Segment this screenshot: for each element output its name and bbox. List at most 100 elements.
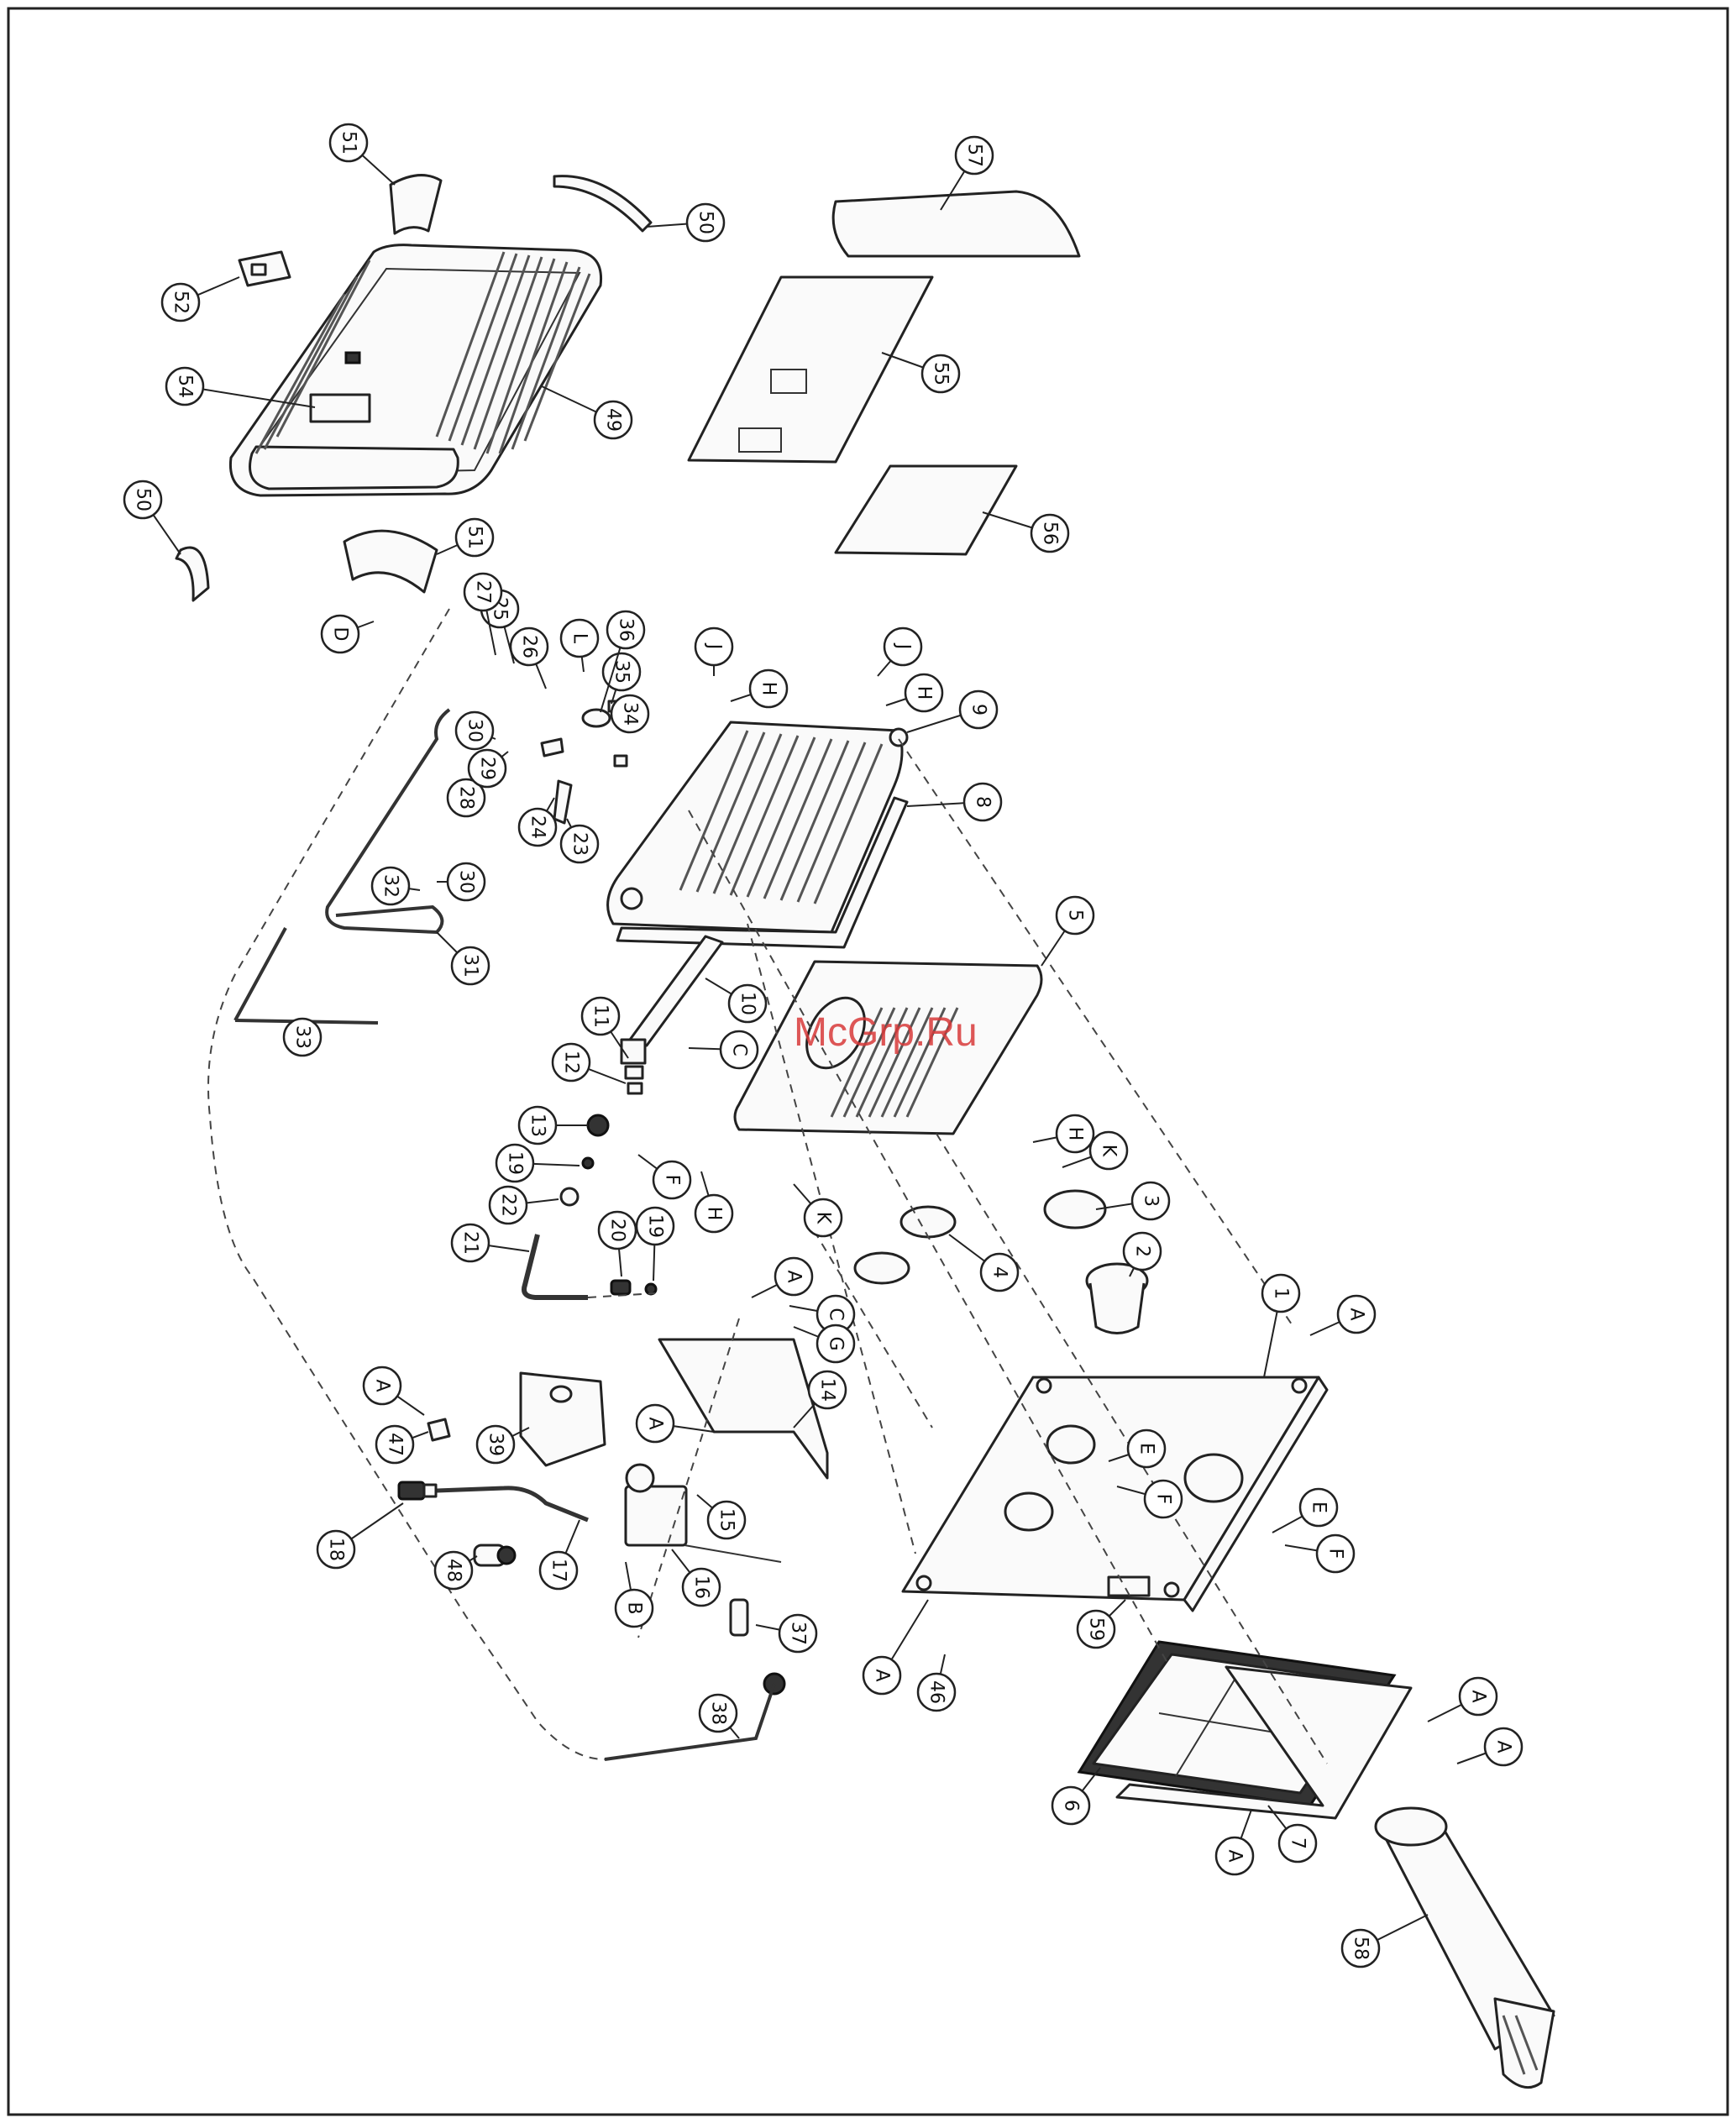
callout-17: 17 [540, 1520, 580, 1589]
callout-label: 27 [473, 580, 494, 604]
callout-label: 21 [460, 1231, 481, 1255]
callout-label: 28 [456, 786, 477, 810]
callout-label: D [330, 627, 351, 642]
callout-50: 50 [647, 204, 724, 241]
callout-label: 48 [443, 1559, 464, 1582]
callout-a7: A [1457, 1728, 1522, 1765]
warning-label [836, 466, 1016, 554]
callout-label: 11 [590, 1004, 611, 1028]
igniter-wire [605, 1684, 774, 1759]
callout-label: 33 [292, 1025, 313, 1049]
callout-label: F [1153, 1494, 1174, 1505]
ferrule-upper [583, 1158, 593, 1168]
burner-orifice-block [621, 1040, 645, 1063]
callout-label: A [872, 1669, 893, 1681]
callout-6: 6 [1052, 1768, 1100, 1824]
callout-label: 10 [737, 992, 758, 1015]
cover-front-window [250, 447, 459, 489]
thermocouple-lead [235, 928, 286, 1020]
callout-a4: A [364, 1367, 424, 1415]
callout-21: 21 [452, 1224, 529, 1261]
callout-a1: A [1310, 1296, 1375, 1335]
callout-label: K [1099, 1145, 1120, 1157]
callout-19b: 19 [637, 1208, 674, 1281]
callout-29: 29 [469, 750, 508, 787]
callout-label: 46 [926, 1680, 947, 1704]
pressure-regulator [475, 1545, 515, 1565]
callout-label: 16 [691, 1575, 712, 1599]
igniter-electrode [583, 710, 610, 726]
callout-a8: A [1216, 1810, 1253, 1874]
callout-label: C [826, 1308, 847, 1320]
callout-label: 59 [1086, 1617, 1107, 1641]
callout-label: 39 [485, 1433, 506, 1456]
callout-label: 7 [1288, 1837, 1309, 1849]
callout-label: 13 [527, 1114, 548, 1137]
callout-48: 48 [435, 1552, 477, 1589]
callout-label: F [1325, 1549, 1346, 1559]
callout-label: A [1468, 1690, 1489, 1702]
callout-label: G [826, 1336, 847, 1350]
gasket-ring-upper [901, 1207, 955, 1237]
callout-label: J [893, 642, 914, 650]
callout-label: 38 [708, 1701, 729, 1725]
callout-label: B [624, 1601, 645, 1614]
callout-label: 36 [616, 618, 637, 642]
callout-h2: H [886, 674, 942, 711]
pilot-burner [542, 739, 563, 756]
callout-l1: L [561, 620, 598, 672]
callout-label: 2 [1132, 1245, 1153, 1257]
valve-shield [521, 1373, 605, 1465]
callout-label: 57 [964, 144, 985, 167]
callout-58: 58 [1342, 1915, 1428, 1967]
callout-51b: 51 [437, 519, 493, 556]
callout-18: 18 [317, 1503, 403, 1568]
callout-label: 50 [695, 211, 716, 234]
callout-b1: B [616, 1562, 653, 1627]
callout-label: 58 [1351, 1937, 1371, 1960]
callout-label: H [704, 1207, 725, 1221]
valve-bracket [659, 1339, 827, 1478]
callout-j2: J [878, 628, 921, 676]
small-bracket [239, 252, 290, 286]
callout-label: A [1493, 1740, 1514, 1753]
callout-label: 12 [561, 1051, 582, 1074]
callout-e2: E [1272, 1489, 1337, 1533]
label-panel-top [833, 191, 1079, 256]
callout-30: 30 [456, 712, 496, 749]
callout-label: 17 [548, 1559, 569, 1582]
callout-h3: H [695, 1172, 732, 1232]
callout-16: 16 [672, 1549, 720, 1606]
callout-label: 14 [817, 1378, 838, 1402]
burner-tube [630, 936, 722, 1046]
callout-label: A [1225, 1849, 1246, 1862]
callout-label: 3 [1141, 1195, 1162, 1207]
callout-label: F [662, 1175, 683, 1186]
callout-11: 11 [582, 998, 628, 1058]
callout-46: 46 [918, 1654, 955, 1711]
base-plate [903, 1377, 1327, 1611]
callout-label: 30 [456, 870, 477, 894]
callout-label: 23 [569, 832, 590, 856]
callout-g1: G [794, 1325, 854, 1362]
callout-5: 5 [1041, 897, 1094, 966]
callout-label: E [1136, 1443, 1157, 1455]
callout-d1: D [322, 616, 374, 653]
callout-label: 50 [133, 488, 154, 511]
callout-label: 9 [968, 704, 989, 716]
callout-label: 20 [607, 1219, 628, 1242]
callout-20: 20 [599, 1212, 636, 1276]
callout-label: 32 [380, 874, 401, 898]
heat-exchanger [608, 722, 907, 947]
callout-label: 18 [326, 1538, 347, 1561]
pilot-shield [554, 781, 571, 823]
callout-label: 37 [788, 1622, 809, 1645]
callout-label: A [372, 1379, 393, 1392]
callout-label: H [914, 686, 935, 700]
callout-label: A [1346, 1308, 1367, 1320]
gas-supply-tube [437, 1488, 588, 1520]
corner-trim-top [391, 176, 441, 233]
callout-56: 56 [983, 512, 1068, 552]
callout-label: 22 [498, 1193, 519, 1217]
